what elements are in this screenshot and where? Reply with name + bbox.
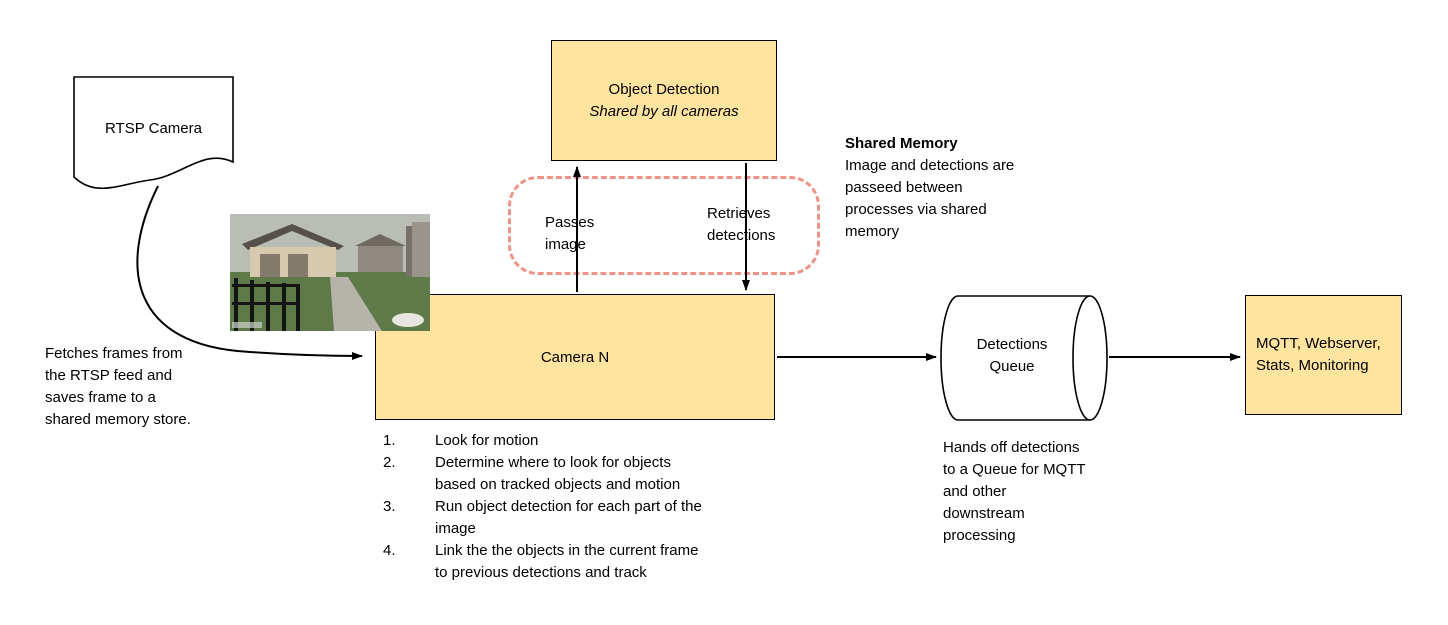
mqtt-webserver-label: MQTT, Webserver, Stats, Monitoring [1256,335,1381,374]
shared-memory-dashed-region [508,176,820,275]
camera-n-box: Camera N [375,294,775,420]
passes-image-label: Passes image [545,214,595,253]
mqtt-webserver-box: MQTT, Webserver, Stats, Monitoring [1245,295,1402,415]
camera-n-label: Camera N [540,348,610,366]
object-detection-subtitle: Shared by all cameras [589,102,739,120]
camera-frame-scene [230,214,430,331]
camera-frame-image [230,214,430,331]
detections-queue-label: Detections Queue [976,336,1048,375]
shared-memory-body: Image and detections are passeed between… [845,157,1015,240]
queue-note-text: Hands off detections to a Queue for MQTT… [943,439,1086,544]
fetch-note: Fetches frames from the RTSP feed and sa… [45,343,225,431]
retrieves-detections-label: Retrieves detections [707,205,776,244]
step-number: 2. [383,454,396,471]
queue-note: Hands off detections to a Queue for MQTT… [943,437,1118,547]
step-number: 4. [383,542,396,559]
step-text: Run object detection for each part of th… [435,498,702,537]
rtsp-camera-label: RTSP Camera [105,120,202,137]
object-detection-title: Object Detection [608,80,720,98]
shared-memory-annotation: Shared Memory Image and detections are p… [845,133,1060,243]
fetch-note-text: Fetches frames from the RTSP feed and sa… [45,345,191,428]
step-text: Link the the objects in the current fram… [435,542,699,581]
camera-steps-list: 1. Look for motion 2. Determine where to… [383,430,715,584]
step-text: Look for motion [435,432,539,449]
step-text: Determine where to look for objects base… [435,454,681,493]
shared-memory-title: Shared Memory [845,135,958,152]
object-detection-box: Object Detection Shared by all cameras [551,40,777,161]
step-number: 1. [383,432,396,449]
step-number: 3. [383,498,396,515]
